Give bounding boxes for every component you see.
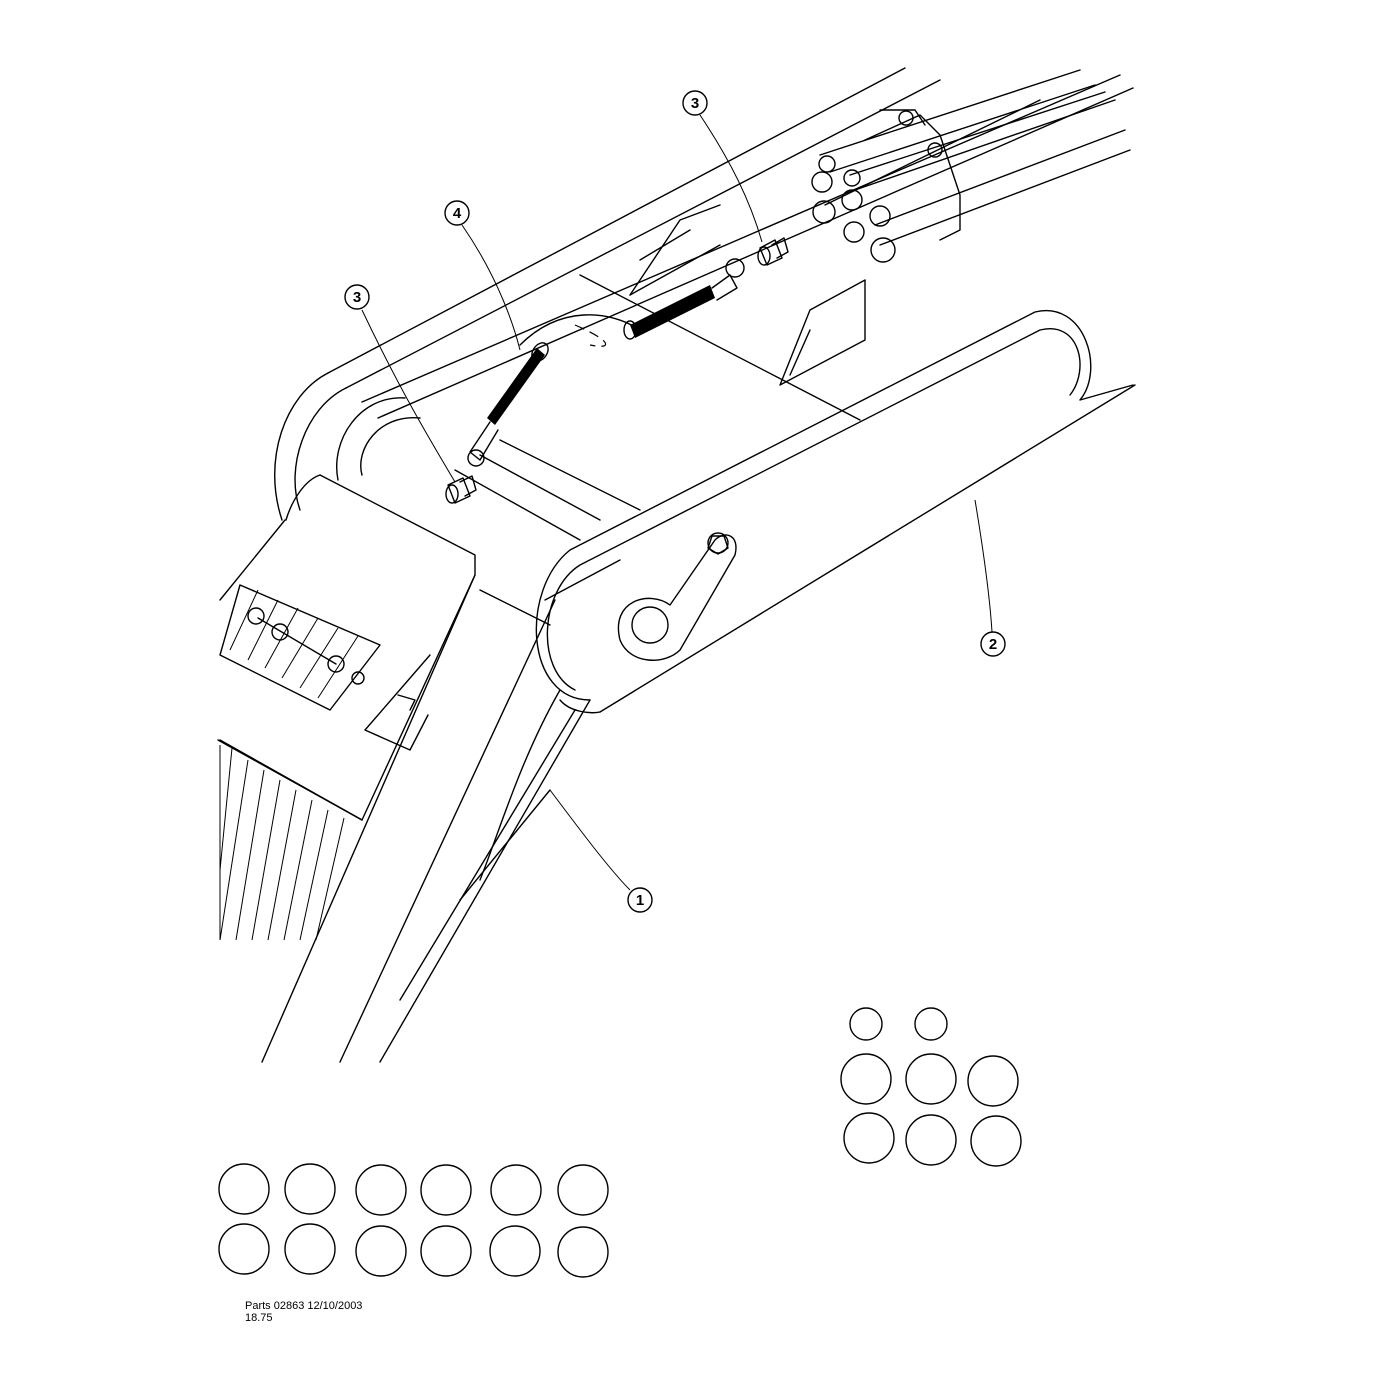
legend-grid-circle: [840, 1053, 892, 1105]
boom-arm: [219, 67, 1134, 1063]
callout-1-label: 1: [636, 892, 644, 909]
fitting-lower: [445, 475, 477, 504]
callout-2-label: 2: [989, 636, 997, 653]
legend-row-circle: [420, 1225, 472, 1277]
legend-row-circle: [490, 1164, 542, 1216]
fitting-upper: [757, 237, 789, 266]
legend-row-circle: [355, 1164, 407, 1216]
pipe-ends: [811, 110, 943, 263]
legend-row-circle: [489, 1225, 541, 1277]
legend-row-circle: [557, 1164, 609, 1216]
legend-row-circle: [557, 1226, 609, 1278]
legend-grid-circle: [970, 1115, 1022, 1167]
legend-row-circle: [355, 1225, 407, 1277]
callout-3-upper-label: 3: [691, 95, 699, 112]
legend-grid-circle: [905, 1053, 957, 1105]
hatched-panel: [217, 739, 363, 941]
legend-grid-circle: [843, 1112, 895, 1164]
legend-row-circle: [284, 1163, 336, 1215]
legend-grid-circle: [849, 1007, 883, 1041]
hose: [467, 258, 745, 467]
footer-caption: Parts 02863 12/10/2003 18.75: [245, 1300, 362, 1324]
footer-parts-line: Parts 02863 12/10/2003: [245, 1300, 363, 1312]
leader-lines: [361, 114, 993, 891]
legend-circle-grid: [840, 1007, 1022, 1167]
legend-row-circle: [284, 1223, 336, 1275]
callout-3-lower: 3: [344, 284, 370, 310]
legend-grid-circle: [967, 1055, 1019, 1107]
legend-row-circle: [218, 1163, 270, 1215]
callout-4: 4: [444, 200, 470, 226]
bolt-plate: [219, 584, 381, 711]
legend-circle-rows: [218, 1163, 609, 1278]
footer-number-line: 18.75: [245, 1312, 273, 1324]
legend-grid-circle: [914, 1007, 948, 1041]
callout-2: 2: [980, 631, 1006, 657]
legend-row-circle: [218, 1223, 270, 1275]
side-plate: [535, 69, 1136, 714]
callout-3-lower-label: 3: [353, 289, 361, 306]
callout-4-label: 4: [453, 205, 462, 222]
callout-1: 1: [627, 887, 653, 913]
callout-3-upper: 3: [682, 90, 708, 116]
legend-row-circle: [420, 1164, 472, 1216]
legend-grid-circle: [905, 1114, 957, 1166]
